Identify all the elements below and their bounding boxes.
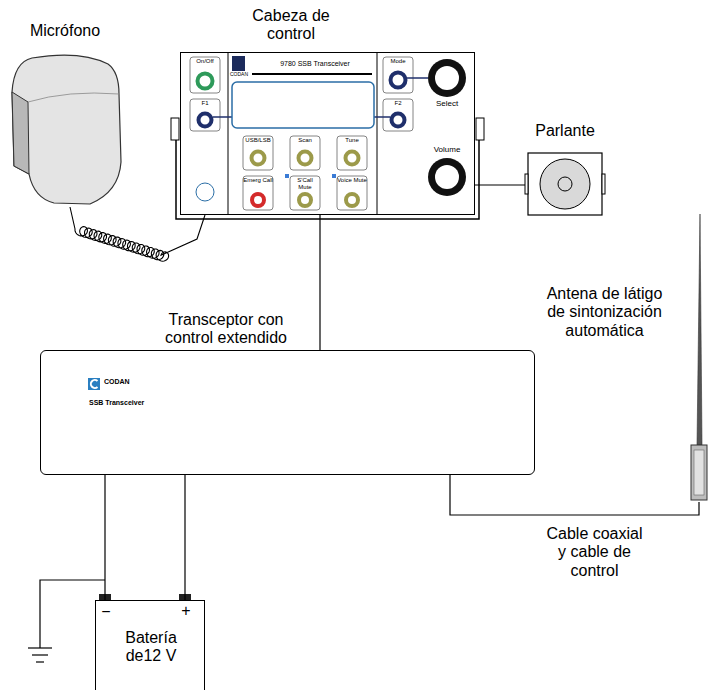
panel-button bbox=[346, 152, 359, 165]
panel-button bbox=[299, 152, 312, 165]
ground-symbol bbox=[28, 647, 52, 648]
microphone-edge bbox=[28, 93, 119, 102]
part-label: Cabeza de control bbox=[231, 7, 351, 44]
speaker-outline bbox=[525, 150, 605, 218]
panel-line bbox=[406, 77, 428, 79]
mode-button bbox=[391, 73, 406, 88]
select-knob bbox=[428, 59, 466, 97]
function-button bbox=[392, 114, 405, 127]
button-frame bbox=[383, 57, 413, 93]
emergency-button bbox=[252, 194, 264, 206]
knob-label: Volume bbox=[420, 145, 474, 154]
power-button bbox=[198, 74, 213, 89]
cable bbox=[319, 215, 320, 350]
logo-mark bbox=[91, 380, 98, 388]
select-knob bbox=[435, 66, 459, 90]
panel-line bbox=[213, 116, 232, 118]
indicator-led bbox=[332, 174, 336, 178]
part-label: Micrófono bbox=[15, 22, 115, 40]
button-label: Tune bbox=[337, 137, 367, 144]
whip-antenna: Antena de látigo de sintonización automá… bbox=[688, 212, 710, 502]
button-frame bbox=[290, 136, 320, 170]
button-label: F2 bbox=[383, 100, 413, 107]
antenna-outline bbox=[688, 212, 710, 502]
mount-bracket bbox=[176, 118, 479, 219]
model-name: SSB Transceiver bbox=[89, 399, 209, 407]
button-label: S'Call Mute bbox=[290, 177, 320, 191]
terminal-sign: − bbox=[99, 603, 113, 621]
panel-divider bbox=[228, 52, 229, 215]
button-label: USB/LSB bbox=[243, 137, 273, 144]
cable bbox=[475, 184, 525, 185]
logo-mark bbox=[232, 56, 245, 71]
button-frame bbox=[243, 136, 273, 170]
microphone-body bbox=[12, 55, 121, 204]
speaker-cone bbox=[540, 159, 590, 209]
button-label: Scan bbox=[290, 137, 320, 144]
bracket-ear bbox=[476, 118, 484, 140]
button-frame bbox=[383, 99, 413, 131]
cable-label: Cable coaxial y cable de control bbox=[542, 525, 647, 580]
microphone-side bbox=[12, 92, 29, 174]
antenna-base bbox=[694, 450, 704, 495]
header-rule bbox=[252, 73, 372, 75]
cable bbox=[184, 475, 185, 600]
knob-label: Select bbox=[424, 99, 470, 108]
part-label: Antena de látigo de sintonización automá… bbox=[537, 285, 672, 340]
cable bbox=[104, 475, 105, 600]
brand-name: CODAN bbox=[104, 378, 164, 386]
part-label: Transceptor con control extendido bbox=[151, 311, 301, 348]
button-frame bbox=[243, 176, 273, 210]
indicator-led bbox=[285, 174, 289, 178]
button-frame bbox=[190, 57, 220, 93]
button-frame bbox=[190, 99, 220, 131]
speaker-ear bbox=[525, 174, 528, 194]
brand-name: CODAN bbox=[226, 72, 252, 78]
bracket-ear bbox=[171, 118, 179, 140]
panel-divider bbox=[377, 52, 378, 215]
model-name: 9780 SSB Transceiver bbox=[258, 60, 372, 68]
panel-button bbox=[346, 194, 358, 206]
button-frame bbox=[337, 136, 367, 170]
mic-outline bbox=[8, 52, 123, 207]
button-label: Mode bbox=[383, 58, 413, 65]
button-frame bbox=[290, 176, 320, 210]
cable bbox=[450, 475, 699, 515]
button-label: F1 bbox=[190, 100, 220, 107]
volume-knob bbox=[428, 158, 466, 196]
control-head: Cabeza de control bbox=[180, 52, 475, 215]
button-frame bbox=[337, 176, 367, 210]
speaker-ear bbox=[602, 174, 605, 194]
antenna-whip bbox=[697, 214, 702, 445]
function-button bbox=[199, 114, 212, 127]
terminal-sign: + bbox=[178, 602, 194, 620]
button-label: On/Off bbox=[190, 58, 220, 65]
mic-socket bbox=[196, 183, 214, 201]
antenna-base bbox=[691, 445, 707, 500]
speaker: Parlante bbox=[525, 150, 605, 218]
button-label: Voice Mute bbox=[337, 177, 367, 184]
volume-knob bbox=[435, 165, 459, 189]
microphone: Micrófono bbox=[8, 52, 123, 207]
ground-symbol bbox=[32, 654, 48, 655]
panel-button bbox=[299, 194, 311, 206]
speaker-cap bbox=[558, 177, 572, 191]
battery-label: Batería de12 V bbox=[111, 629, 191, 666]
ground-symbol bbox=[36, 661, 44, 662]
coiled-cord bbox=[70, 207, 205, 261]
display-window bbox=[232, 82, 374, 128]
speaker-box bbox=[528, 153, 602, 215]
battery-box: − + Batería de12 V bbox=[95, 600, 205, 690]
transceiver-box: Transceptor con control extendidoCODANSS… bbox=[40, 350, 535, 475]
panel-line bbox=[374, 116, 390, 118]
logo-mark bbox=[88, 378, 100, 390]
button-label: Emerg Call bbox=[243, 177, 273, 184]
panel-button bbox=[252, 152, 265, 165]
part-label: Parlante bbox=[515, 122, 615, 140]
